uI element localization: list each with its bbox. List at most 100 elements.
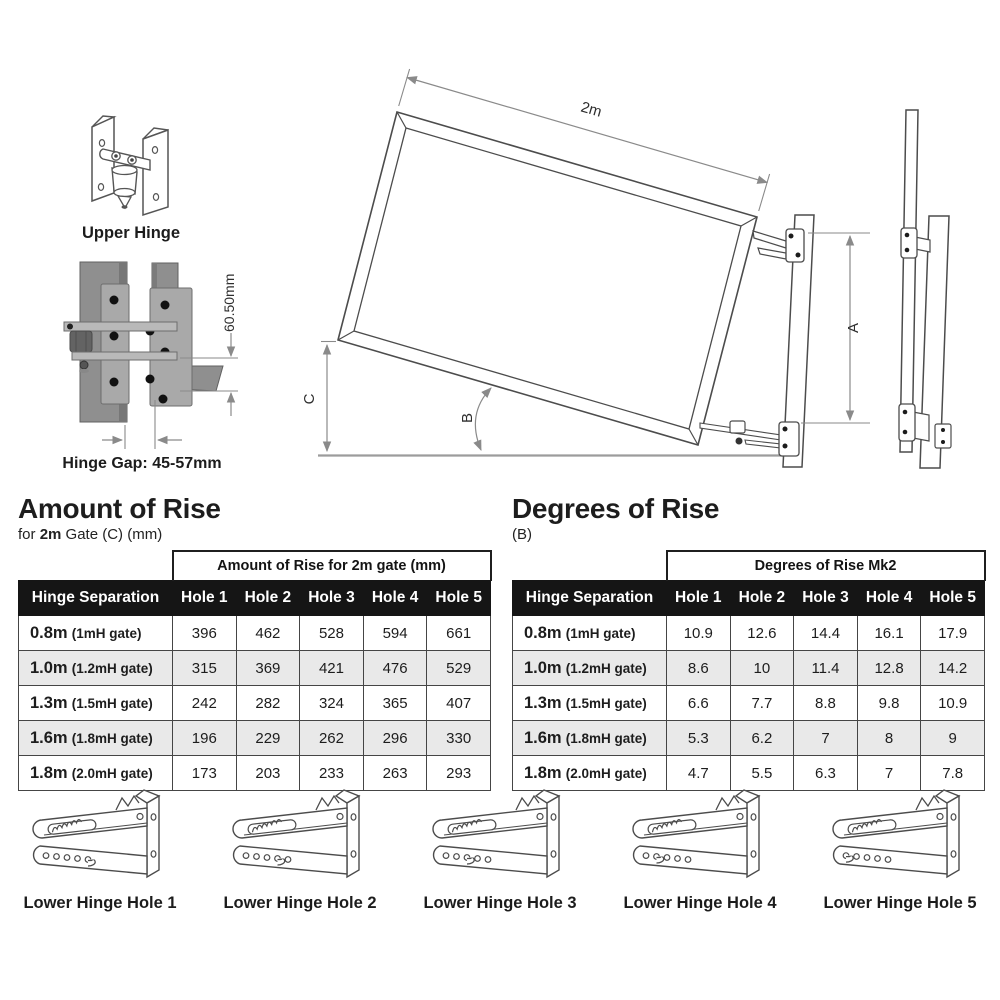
subtitle-rest: (B) [512, 526, 532, 544]
lower-hinge-row: Lower Hinge Hole 1 Lower Hinge Hole 2 Lo… [0, 786, 1000, 926]
cell-value: 229 [235, 720, 301, 757]
technical-diagram: Upper Hinge 60.50mm Hinge Gap: 4 [62, 68, 952, 472]
subtitle-bold: 2m [39, 526, 62, 544]
cell-value: 16.1 [856, 615, 922, 652]
blank-cell [18, 551, 173, 581]
table-row: 0.8m (1mH gate) 396 462 528 594 661 [18, 615, 491, 652]
hinge-gap-label: Hinge Gap: 45-57mm [62, 455, 221, 472]
lower-hinge-hole-3: Lower Hinge Hole 3 [400, 786, 600, 913]
cell-value: 262 [299, 720, 364, 757]
cell-hinge-separation: 0.8m (1mH gate) [512, 615, 667, 652]
cell-value: 196 [172, 720, 237, 757]
table-row: 1.3m (1.5mH gate) 6.6 7.7 8.8 9.8 10.9 [512, 685, 985, 722]
cell-value: 6.2 [729, 720, 795, 757]
table-span-row: Degrees of Rise Mk2 [512, 550, 986, 581]
cell-value: 8.8 [793, 685, 858, 722]
upper-hinge-label: Upper Hinge [82, 224, 180, 242]
table-row: 1.0m (1.2mH gate) 8.6 10 11.4 12.8 14.2 [512, 650, 985, 687]
cell-value: 8 [856, 720, 922, 757]
cell-value: 462 [235, 615, 301, 652]
cell-hinge-separation: 1.0m (1.2mH gate) [512, 650, 667, 687]
cell-value: 6.3 [793, 755, 858, 792]
cell-value: 17.9 [920, 615, 985, 652]
section-title-degrees-of-rise: Degrees of Rise [512, 493, 720, 524]
degrees-of-rise-section: Degrees of Rise (B) Degrees of Rise Mk2 … [512, 493, 986, 792]
cell-value: 282 [235, 685, 301, 722]
cell-value: 5.5 [729, 755, 795, 792]
cell-value: 10.9 [920, 685, 985, 722]
cell-value: 7.7 [729, 685, 795, 722]
lower-hinge-illustration [220, 786, 380, 890]
cell-value: 5.3 [666, 720, 731, 757]
cell-value: 594 [362, 615, 428, 652]
col-header: Hinge Separation [512, 580, 667, 617]
col-header: Hole 2 [729, 580, 795, 617]
lower-hinge-hole-4: Lower Hinge Hole 4 [600, 786, 800, 913]
cell-value: 14.4 [793, 615, 858, 652]
cell-value: 324 [299, 685, 364, 722]
gate-diagram: 2m C B [301, 68, 952, 469]
gate-side-view [898, 109, 952, 469]
cell-value: 396 [172, 615, 237, 652]
cell-hinge-separation: 1.6m (1.8mH gate) [18, 720, 173, 757]
cell-value: 203 [235, 755, 301, 792]
cell-value: 6.6 [666, 685, 731, 722]
subtitle-rest: Gate (C) (mm) [65, 526, 163, 544]
cell-value: 330 [426, 720, 491, 757]
table-row: 0.8m (1mH gate) 10.9 12.6 14.4 16.1 17.9 [512, 615, 985, 652]
table-row: 1.3m (1.5mH gate) 242 282 324 365 407 [18, 685, 491, 722]
table-span-header: Amount of Rise for 2m gate (mm) [171, 550, 492, 581]
amount-of-rise-table: Amount of Rise for 2m gate (mm) Hinge Se… [18, 550, 492, 792]
lower-hinge-hole-2: Lower Hinge Hole 2 [200, 786, 400, 913]
col-header: Hinge Separation [18, 580, 173, 617]
table-header-row: Hinge Separation Hole 1 Hole 2 Hole 3 Ho… [512, 580, 985, 617]
cell-value: 242 [172, 685, 237, 722]
dim-b-label: B [459, 413, 476, 423]
table-span-row: Amount of Rise for 2m gate (mm) [18, 550, 492, 581]
col-header: Hole 3 [793, 580, 858, 617]
table-header-row: Hinge Separation Hole 1 Hole 2 Hole 3 Ho… [18, 580, 491, 617]
col-header: Hole 2 [235, 580, 301, 617]
gate-width-label: 2m [579, 99, 604, 121]
cell-value: 12.8 [856, 650, 922, 687]
hinge-gap-illustration: 60.50mm Hinge Gap: 45-57mm [62, 261, 238, 472]
cell-hinge-separation: 1.0m (1.2mH gate) [18, 650, 173, 687]
cell-value: 315 [172, 650, 237, 687]
hinge-offset-dim-label: 60.50mm [221, 274, 237, 332]
col-header: Hole 5 [920, 580, 985, 617]
cell-value: 9 [920, 720, 985, 757]
cell-value: 7 [856, 755, 922, 792]
section-title-amount-of-rise: Amount of Rise [18, 493, 221, 524]
dim-c-label: C [301, 393, 318, 404]
table-span-header: Degrees of Rise Mk2 [665, 550, 986, 581]
amount-of-rise-section: Amount of Rise for 2m Gate (C) (mm) Amou… [18, 493, 492, 792]
cell-hinge-separation: 1.8m (2.0mH gate) [512, 755, 667, 792]
cell-value: 661 [426, 615, 491, 652]
dimension-b: B [459, 387, 492, 451]
dim-a-label: A [845, 323, 862, 333]
cell-value: 8.6 [666, 650, 731, 687]
table-row: 1.8m (2.0mH gate) 4.7 5.5 6.3 7 7.8 [512, 755, 985, 792]
col-header: Hole 4 [362, 580, 428, 617]
cell-value: 7 [793, 720, 858, 757]
col-header: Hole 3 [299, 580, 364, 617]
cell-hinge-separation: 1.3m (1.5mH gate) [512, 685, 667, 722]
col-header: Hole 5 [426, 580, 491, 617]
section-subtitle-amount-of-rise: for 2m Gate (C) (mm) [18, 526, 490, 543]
lower-hinge-label: Lower Hinge Hole 1 [23, 894, 177, 912]
cell-value: 10 [729, 650, 795, 687]
dimension-2m: 2m [398, 68, 771, 212]
cell-value: 263 [362, 755, 428, 792]
cell-value: 10.9 [666, 615, 731, 652]
cell-value: 529 [426, 650, 491, 687]
subtitle-prefix: for [18, 526, 36, 544]
lower-hinge-illustration [420, 786, 580, 890]
degrees-of-rise-table: Degrees of Rise Mk2 Hinge Separation Hol… [512, 550, 986, 792]
lower-hinge-label: Lower Hinge Hole 2 [223, 894, 377, 912]
cell-value: 407 [426, 685, 491, 722]
upper-hinge-front [752, 228, 805, 263]
cell-value: 476 [362, 650, 428, 687]
dimension-a: A [801, 232, 870, 424]
section-subtitle-degrees-of-rise: (B) [512, 526, 984, 543]
table-row: 1.8m (2.0mH gate) 173 203 233 263 293 [18, 755, 491, 792]
